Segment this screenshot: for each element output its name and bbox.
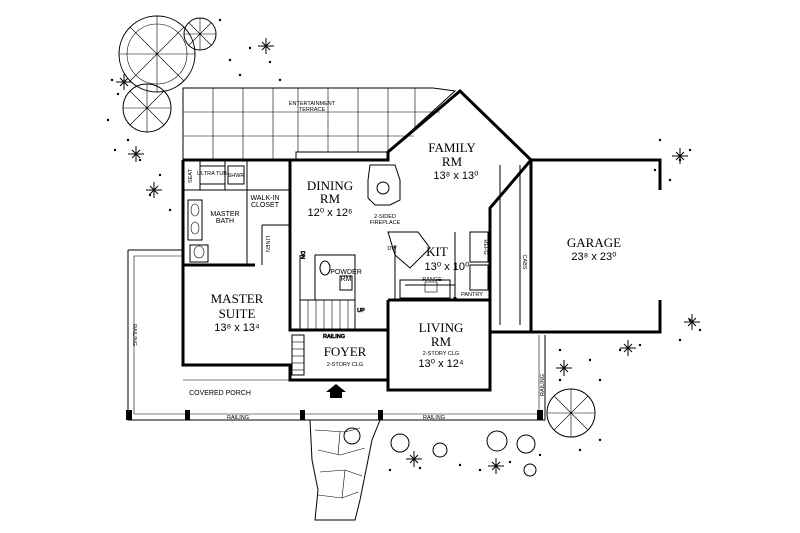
dn-label: DN	[299, 251, 305, 259]
walk-in-closet-name-2: CLOSET	[251, 202, 280, 209]
living-rm-name-1: LIVING	[419, 320, 464, 335]
seat-label: SEAT	[188, 168, 194, 183]
foyer-name: FOYER	[324, 344, 367, 359]
tree-top-left	[118, 15, 196, 93]
powder-rm-name-1: POWDER	[330, 269, 362, 276]
cabs-label: CABS	[521, 255, 527, 270]
refg-label: REFG	[482, 239, 488, 254]
ultra-tub-label: ULTRA TUB	[197, 171, 227, 177]
fireplace-label-1: 2-SIDED	[374, 214, 396, 220]
family-rm-name-2: RM	[442, 154, 463, 169]
railing-label-bottom-left: RAILING	[227, 415, 249, 421]
walk-in-closet-name-1: WALK-IN	[251, 195, 280, 202]
railing-label-left: RAILING	[131, 324, 137, 346]
master-bath-name-1: MASTER	[210, 211, 239, 218]
room-labels: FAMILY RM 13⁸ x 13⁰ DINING RM 12⁰ x 12⁶ …	[210, 140, 621, 370]
fireplace: 2-SIDED FIREPLACE	[367, 164, 401, 226]
family-rm-name-1: FAMILY	[428, 140, 476, 155]
master-suite-dim: 13⁸ x 13⁴	[214, 322, 260, 334]
entry-arrow	[326, 384, 346, 398]
railing-label-bottom-right: RAILING	[423, 415, 445, 421]
living-rm-name-2: RM	[431, 334, 452, 349]
bath-fixtures: ULTRA TUB SHWR SEAT LINEN	[187, 165, 353, 291]
house-walls	[181, 88, 662, 392]
shrubs-bottom	[343, 427, 537, 477]
powder-rm-name-2: RM	[341, 276, 352, 283]
tree-top-left-small	[122, 83, 172, 133]
master-suite-name-1: MASTER	[211, 291, 264, 306]
railing-label-right: RAILING	[540, 374, 546, 396]
shwr-label: SHWR	[228, 173, 245, 179]
living-rm-note: 2-STORY CLG	[423, 351, 459, 357]
covered-porch: COVERED PORCH RAILING RAILING RAILING RA…	[126, 249, 546, 421]
terrace-label-1: ENTERTAINMENT	[289, 101, 336, 107]
family-rm-dim: 13⁸ x 13⁰	[433, 170, 479, 182]
range-label: RANGE	[422, 277, 442, 283]
master-bath-name-2: BATH	[216, 218, 234, 225]
master-suite-name-2: SUITE	[219, 306, 256, 321]
porch-label: COVERED PORCH	[189, 390, 251, 397]
kit-dim: 13⁰ x 10⁰	[425, 261, 470, 273]
flower-plants	[116, 38, 700, 474]
dw-label: DW	[387, 246, 397, 252]
up-label: UP	[357, 308, 365, 314]
kitchen-fixtures: RANGE PANTRY REFG CABS DW	[387, 231, 527, 299]
tree-bottom-right	[546, 388, 596, 438]
kit-name: KIT	[426, 244, 448, 259]
living-rm-dim: 13⁰ x 12⁴	[418, 358, 463, 370]
dining-rm-name-2: RM	[320, 191, 341, 206]
shrub-top-right	[183, 17, 217, 51]
entertainment-terrace: ENTERTAINMENT TERRACE	[182, 87, 457, 161]
foyer-note: 2-STORY CLG	[327, 362, 363, 368]
dining-rm-dim: 12⁰ x 12⁶	[307, 207, 352, 219]
fireplace-label-2: FIREPLACE	[370, 220, 401, 226]
railing-label-stair: RAILING	[323, 334, 345, 340]
pantry-label: PANTRY	[461, 292, 483, 298]
terrace-label-2: TERRACE	[299, 107, 326, 113]
garage-name: GARAGE	[567, 235, 621, 250]
stairs: UP DN RAILING	[291, 251, 365, 376]
garage-dim: 23⁸ x 23⁰	[571, 251, 617, 263]
dining-rm-name-1: DINING	[307, 178, 353, 193]
front-walk	[309, 419, 381, 521]
linen-label: LINEN	[264, 236, 270, 252]
landscaping	[106, 15, 702, 477]
